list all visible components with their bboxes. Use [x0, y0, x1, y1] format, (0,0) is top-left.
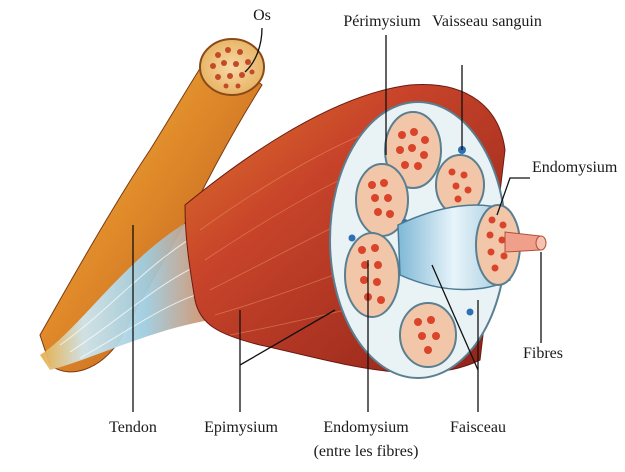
label-endomysium-bottom: Endomysium — [323, 420, 408, 436]
label-perimysium: Périmysium — [343, 14, 420, 30]
label-endomysium-right: Endomysium — [532, 160, 617, 176]
fascicle-tube — [398, 205, 520, 290]
label-tendon: Tendon — [109, 420, 157, 436]
label-fibres: Fibres — [523, 346, 563, 362]
bone-cross-section — [200, 39, 264, 95]
label-faisceau: Faisceau — [450, 420, 506, 436]
single-fibre — [505, 232, 546, 252]
label-epimysium: Epimysium — [204, 420, 278, 436]
label-vaisseau-sanguin: Vaisseau sanguin — [432, 14, 542, 30]
label-os: Os — [253, 8, 271, 24]
label-endomysium-bottom-sub: (entre les fibres) — [314, 444, 419, 460]
